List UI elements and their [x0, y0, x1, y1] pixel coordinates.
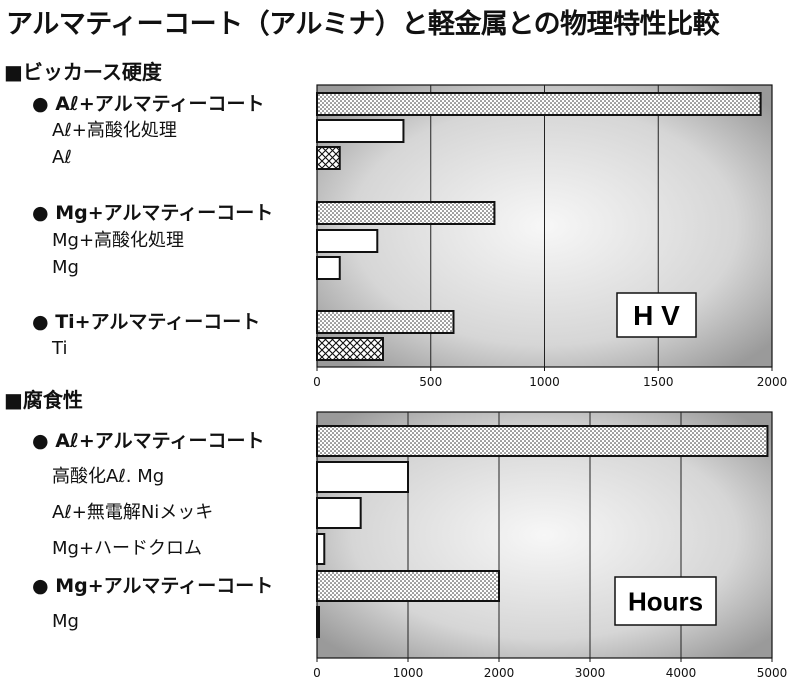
bar — [316, 256, 341, 280]
x-tick-label: 2000 — [757, 375, 788, 389]
section-title-hardness: ■ビッカース硬度 — [4, 60, 162, 84]
x-tick-label: 4000 — [666, 666, 697, 680]
category-label: Mg+ハードクロム — [52, 538, 203, 559]
unit-label-box — [614, 576, 717, 626]
bar — [316, 337, 384, 361]
bar — [316, 497, 362, 529]
unit-label: H V — [633, 300, 680, 331]
bar — [316, 533, 326, 565]
bar — [316, 229, 379, 253]
x-tick-label: 2000 — [484, 666, 515, 680]
category-label: 高酸化Aℓ. Mg — [52, 466, 165, 487]
category-label: ● Aℓ+アルマティーコート — [32, 430, 265, 452]
x-tick-label: 5000 — [757, 666, 788, 680]
hardness-chart: 0 500 1000 1500 2000 H V — [313, 84, 788, 389]
bar — [316, 570, 500, 602]
category-label: Aℓ+高酸化処理 — [52, 120, 177, 141]
x-tick-label: 1000 — [529, 375, 560, 389]
x-tick-label: 3000 — [575, 666, 606, 680]
corrosion-chart: 0 1000 2000 3000 4000 5000 Hours — [313, 411, 788, 680]
bar — [316, 201, 496, 225]
bar — [316, 425, 769, 457]
x-tick-label: 0 — [313, 375, 321, 389]
category-label: Ti — [52, 338, 68, 359]
category-label: Mg — [52, 611, 79, 632]
category-label: Aℓ — [52, 147, 72, 168]
category-label: ● Ti+アルマティーコート — [32, 311, 261, 333]
bar — [316, 119, 405, 143]
page-title: アルマティーコート（アルミナ）と軽金属との物理特性比較 — [6, 9, 720, 40]
x-tick-label: 1000 — [393, 666, 424, 680]
category-label: ● Aℓ+アルマティーコート — [32, 93, 265, 115]
x-tick-label: 500 — [419, 375, 442, 389]
x-tick-label: 1500 — [643, 375, 674, 389]
bar — [316, 146, 341, 170]
category-label: ● Mg+アルマティーコート — [32, 202, 274, 224]
bar — [316, 606, 320, 638]
bar — [316, 92, 762, 116]
bar — [316, 310, 455, 334]
section-title-corrosion: ■腐食性 — [4, 388, 83, 412]
category-label: Mg+高酸化処理 — [52, 230, 185, 251]
bar — [316, 461, 409, 493]
category-label: Aℓ+無電解Niメッキ — [52, 502, 214, 523]
x-tick-label: 0 — [313, 666, 321, 680]
category-label: ● Mg+アルマティーコート — [32, 575, 274, 597]
unit-label-box — [616, 292, 697, 338]
unit-label: Hours — [628, 586, 703, 616]
category-label: Mg — [52, 257, 79, 278]
